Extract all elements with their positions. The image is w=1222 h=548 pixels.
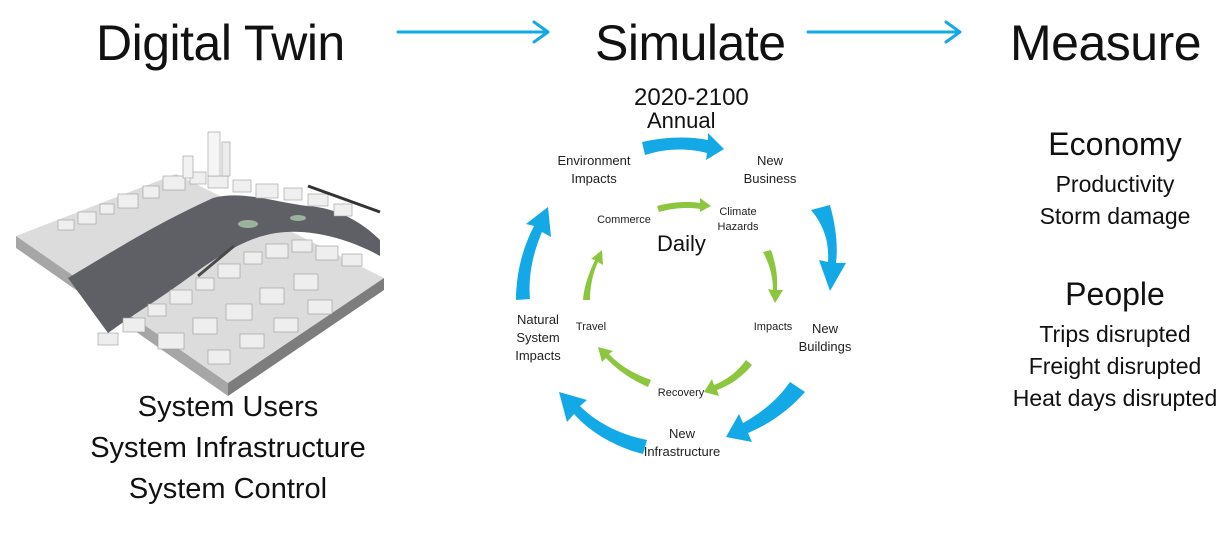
daily-label-commerce: Commerce [597, 214, 651, 226]
people-title: People [1065, 276, 1165, 312]
label-line: Business [743, 171, 797, 186]
system-item: System Control [128, 473, 328, 505]
label-line: New [668, 426, 695, 441]
label-line: Hazards [717, 221, 759, 233]
label-line: Buildings [798, 339, 852, 354]
economy-title: Economy [1048, 126, 1182, 162]
daily-cycle-arrows [583, 198, 783, 396]
heading-measure: Measure [1010, 15, 1202, 71]
daily-label-climate-hazards: Climate Hazards [712, 205, 764, 235]
annual-arrow-2 [811, 205, 846, 291]
system-item: System Users [137, 391, 319, 423]
label-line: Impacts [515, 348, 561, 363]
period-annual-label: Annual [647, 108, 716, 133]
city-model-illustration [16, 131, 384, 396]
economy-item: Storm damage [1039, 203, 1191, 229]
annual-arrow-4 [559, 392, 647, 454]
measure-people-section: People Trips disrupted Freight disrupted… [1008, 278, 1222, 414]
annual-label-natural-system-impacts: Natural System Impacts [508, 311, 568, 365]
annual-label-new-buildings: New Buildings [792, 320, 858, 356]
daily-arrow-2 [763, 250, 783, 303]
label-line: System [516, 330, 560, 345]
label-line: Impacts [571, 171, 617, 186]
period-daily-label: Daily [657, 231, 706, 256]
label-line: Natural [517, 312, 559, 327]
daily-arrow-3 [704, 360, 752, 396]
people-item: Freight disrupted [1028, 353, 1202, 379]
annual-arrow-3 [726, 382, 805, 442]
annual-arrow-5 [516, 207, 551, 300]
label-line: Environment [557, 153, 631, 168]
river-shape [68, 195, 380, 333]
annual-arrow-1 [642, 133, 724, 160]
economy-item: Productivity [1055, 171, 1175, 197]
people-item: Heat days disrupted [1012, 385, 1218, 411]
daily-label-recovery: Recovery [657, 387, 705, 399]
heading-simulate: Simulate [595, 15, 786, 71]
annual-label-environment-impacts: Environment Impacts [552, 152, 636, 188]
label-line: New [811, 321, 838, 336]
period-years: 2020-2100 [634, 84, 749, 111]
label-line: Climate [719, 206, 757, 218]
people-item: Trips disrupted [1039, 321, 1191, 347]
label-line: New [756, 153, 783, 168]
annual-cycle-arrows [516, 133, 846, 454]
system-item: System Infrastructure [90, 432, 366, 464]
daily-arrow-1 [657, 198, 711, 212]
measure-economy-section: Economy Productivity Storm damage [1010, 128, 1220, 232]
system-items-list: System Users System Infrastructure Syste… [58, 387, 398, 510]
daily-arrow-5 [583, 250, 603, 300]
daily-label-travel: Travel [575, 321, 607, 333]
daily-arrow-4 [598, 347, 651, 387]
annual-label-new-infrastructure: New Infrastructure [636, 425, 728, 461]
label-line: Infrastructure [643, 444, 721, 459]
daily-label-impacts: Impacts [753, 321, 793, 333]
heading-digital-twin: Digital Twin [96, 15, 345, 71]
annual-label-new-business: New Business [738, 152, 802, 188]
